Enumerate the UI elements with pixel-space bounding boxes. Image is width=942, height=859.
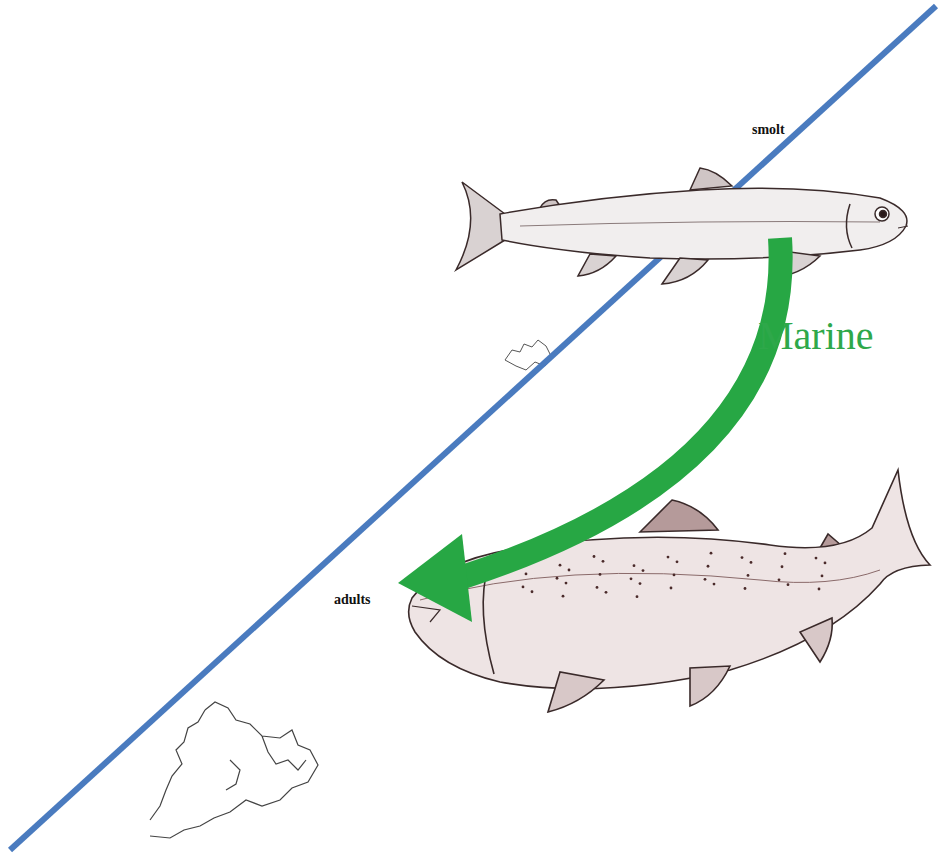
divider-line	[10, 6, 936, 850]
stage-label: adults	[332, 592, 373, 607]
stage-label: smolt	[750, 122, 787, 137]
cape-cod-coastline	[150, 702, 318, 838]
adult-salmon	[409, 470, 930, 712]
marine-arrow	[460, 238, 781, 578]
smolt-fish	[456, 168, 908, 284]
habitat-label: Marine	[758, 314, 874, 358]
arrowhead	[398, 534, 472, 622]
